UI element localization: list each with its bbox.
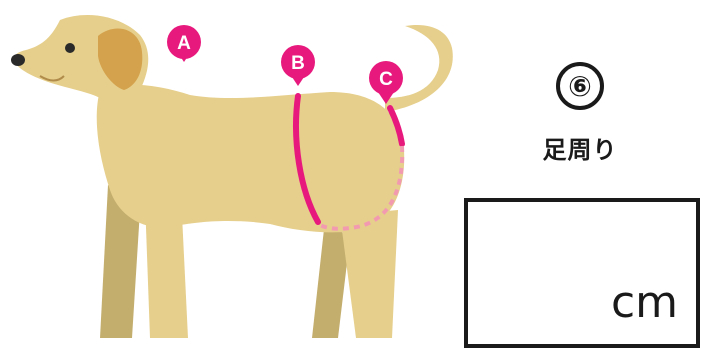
dog-nose [11,54,25,66]
marker-c-label: C [379,69,393,90]
marker-b: B [281,45,315,86]
dog-eye [65,43,75,53]
marker-b-label: B [291,53,305,74]
marker-a: A [167,25,201,62]
measurement-entry-box[interactable]: cm [464,198,700,348]
measurement-diagram: A B C ⑥ 足周り cm [0,0,701,338]
step-label: 足周り [518,130,642,165]
marker-a-label: A [177,33,191,54]
dog-body [97,85,404,233]
unit-label: cm [611,277,678,328]
step-number-badge: ⑥ [556,62,604,110]
dog-front-left-leg [145,200,188,338]
